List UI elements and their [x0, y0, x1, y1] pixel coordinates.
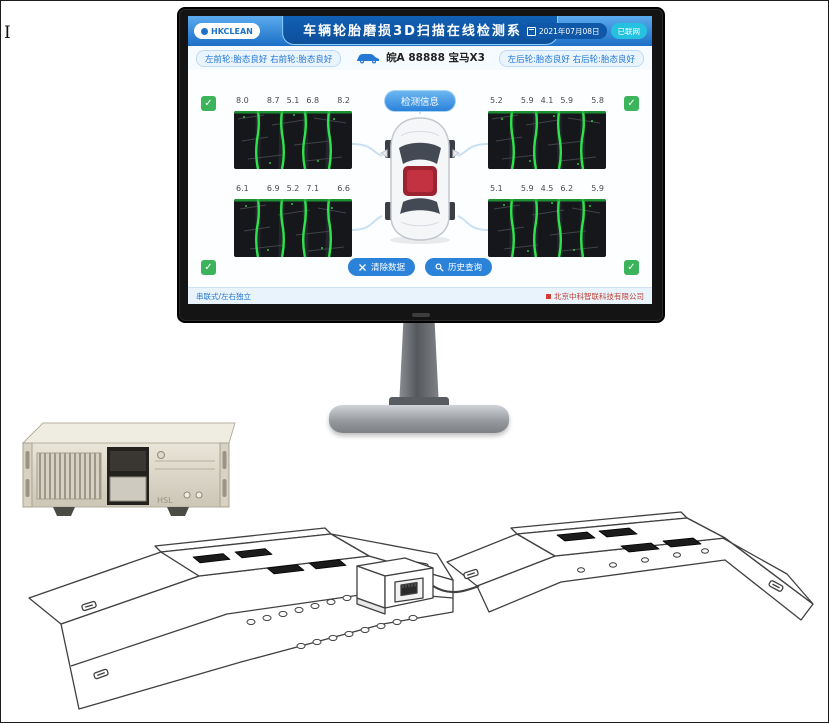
pc-keylock-icon — [183, 491, 191, 499]
detection-info-button[interactable]: 检测信息 — [383, 90, 457, 112]
check-icon-rear-left: ✓ — [201, 260, 216, 275]
tread-depth-value: 5.1 — [286, 96, 300, 105]
pc-drive-bay[interactable] — [107, 447, 149, 505]
pc-foot — [167, 507, 189, 516]
clear-data-button[interactable]: 清除数据 — [347, 258, 415, 276]
tread-depth-value: 6.9 — [266, 184, 280, 193]
check-icon-rear-right: ✓ — [624, 260, 639, 275]
pc-vent-grille — [36, 452, 102, 500]
main-area: 8.0 8.7 5.1 6.8 8.2 5.2 5.9 4.1 5.9 5.8 6.1 6.9 5.… — [188, 70, 652, 288]
monitor-brand-logo — [412, 313, 430, 317]
company-logo-icon — [546, 294, 551, 299]
date-text: 2021年07月08日 — [538, 26, 600, 36]
left-ramp-vent-holes — [246, 590, 418, 650]
tread-depth-value: 6.6 — [337, 184, 350, 193]
pc-model-label: HSL — [157, 496, 173, 505]
right-ramp-top-plate — [516, 517, 726, 557]
tread-values-rear-left: 6.1 6.9 5.2 7.1 6.6 — [234, 184, 352, 193]
tread-depth-value: 5.9 — [520, 184, 534, 193]
tread-depth-value: 6.2 — [560, 184, 574, 193]
junction-box — [356, 557, 480, 615]
monitor-stand-neck — [399, 313, 439, 407]
right-ramp-vent-holes — [577, 548, 709, 573]
history-query-button[interactable]: 历史查询 — [425, 258, 493, 276]
tread-depth-value: 5.9 — [560, 96, 574, 105]
tread-values-front-right: 5.2 5.9 4.1 5.9 5.8 — [488, 96, 606, 105]
car-icon — [357, 53, 380, 63]
pc-foot — [53, 507, 75, 516]
tread-depth-value: 6.8 — [306, 96, 320, 105]
app-header: HKCLEAN 车辆轮胎磨损3D扫描在线检测系统 2021年07月08日 已联网 — [188, 16, 652, 46]
tread-depth-value: 8.2 — [337, 96, 350, 105]
action-buttons: 清除数据 历史查询 — [347, 258, 493, 276]
left-ramp — [28, 527, 454, 710]
check-icon-front-right: ✓ — [624, 96, 639, 111]
date-badge[interactable]: 2021年07月08日 — [519, 23, 607, 39]
tread-depth-value: 5.8 — [591, 96, 604, 105]
front-wheels-status: 左前轮:胎态良好 右前轮:胎态良好 — [196, 50, 342, 67]
mode-label: 串联式/左右独立 — [196, 292, 252, 301]
tread-depth-value: 8.7 — [266, 96, 280, 105]
logo-badge[interactable]: HKCLEAN — [194, 23, 260, 39]
clear-data-label: 清除数据 — [370, 263, 405, 273]
left-ramp-scan-slots — [192, 548, 347, 575]
tread-depth-value: 7.1 — [306, 184, 320, 193]
check-icon-front-left: ✓ — [201, 96, 216, 111]
company-label: 北京中科智联科技有限公司 — [546, 291, 644, 302]
pc-top-face — [21, 422, 236, 444]
clear-icon — [359, 263, 366, 271]
pc-rack-ear-left — [22, 442, 33, 508]
page-title: 车辆轮胎磨损3D扫描在线检测系统 — [282, 16, 558, 45]
license-plate: 皖A 88888 宝马X3 — [386, 52, 485, 64]
right-ramp-latch — [463, 568, 784, 592]
pc-reset-button[interactable] — [195, 491, 203, 499]
tread-depth-value: 8.0 — [236, 96, 249, 105]
history-query-label: 历史查询 — [448, 263, 483, 273]
tread-depth-value: 5.2 — [490, 96, 503, 105]
connection-cable — [432, 584, 480, 594]
logo-icon — [201, 27, 208, 35]
right-ramp-scan-slots — [556, 527, 702, 553]
tread-values-rear-right: 5.1 5.9 4.5 6.2 5.9 — [488, 184, 606, 193]
tread-depth-value: 6.1 — [236, 184, 249, 193]
magnifier-icon — [435, 262, 444, 272]
car-top-view — [380, 117, 460, 244]
tread-depth-value: 4.1 — [540, 96, 554, 105]
tread-depth-value: 5.9 — [591, 184, 604, 193]
tread-depth-value: 5.2 — [286, 184, 300, 193]
scanner-ramps — [28, 511, 814, 710]
vehicle-info-bar: 左前轮:胎态良好 右前轮:胎态良好 皖A 88888 宝马X3 左后轮:胎态良好… — [188, 46, 652, 71]
logo-text: HKCLEAN — [211, 26, 253, 36]
status-bar: 串联式/左右独立 北京中科智联科技有限公司 — [188, 287, 652, 304]
calendar-icon — [526, 26, 536, 36]
pc-rack-ear-right — [219, 442, 230, 508]
industrial-pc: HSL — [21, 422, 236, 516]
network-status-badge[interactable]: 已联网 — [610, 23, 647, 39]
tread-depth-value: 4.5 — [540, 184, 554, 193]
tire-scan-rear-left — [234, 199, 352, 257]
connector-lines — [351, 106, 489, 231]
pc-power-button[interactable] — [157, 451, 165, 459]
rear-wheels-status: 左后轮:胎态良好 右后轮:胎态良好 — [498, 50, 644, 67]
plate-group: 皖A 88888 宝马X3 — [355, 50, 485, 65]
tread-depth-value: 5.9 — [520, 96, 534, 105]
monitor-stand-base — [329, 405, 509, 433]
text-cursor-ibeam: I — [4, 23, 11, 43]
tread-values-front-left: 8.0 8.7 5.1 6.8 8.2 — [234, 96, 352, 105]
tire-scan-front-right — [488, 111, 606, 169]
right-ramp — [446, 511, 814, 621]
ethernet-port[interactable] — [400, 581, 418, 597]
monitor: HKCLEAN 车辆轮胎磨损3D扫描在线检测系统 2021年07月08日 已联网… — [177, 7, 665, 435]
tire-scan-front-left — [234, 111, 352, 169]
monitor-screen: HKCLEAN 车辆轮胎磨损3D扫描在线检测系统 2021年07月08日 已联网… — [188, 16, 652, 304]
monitor-bezel: HKCLEAN 车辆轮胎磨损3D扫描在线检测系统 2021年07月08日 已联网… — [177, 7, 665, 323]
tread-depth-value: 5.1 — [490, 184, 503, 193]
tire-scan-rear-right — [488, 199, 606, 257]
